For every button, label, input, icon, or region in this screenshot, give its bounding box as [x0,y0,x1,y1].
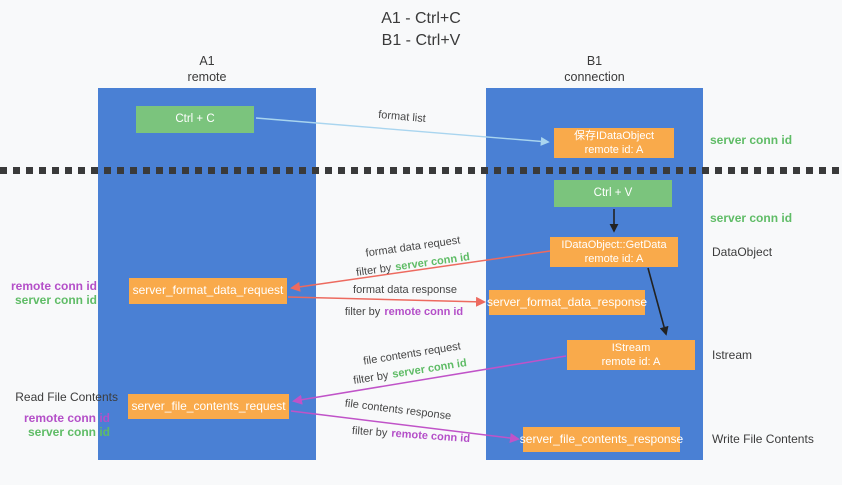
left-column-header: A1 remote [98,54,316,85]
filter-prefix: filter by [351,424,388,440]
ctrl-c-label: Ctrl + C [175,113,215,126]
server-file-contents-response-label: server_file_contents_response [519,431,684,446]
write-file-contents-label: Write File Contents [712,432,814,446]
istream-box: IStream remote id: A [567,340,695,370]
ctrl-v-box: Ctrl + V [554,180,672,207]
ctrl-v-label: Ctrl + V [593,187,633,200]
read-file-contents-label: Read File Contents [15,390,118,404]
server-file-contents-request-label: server_file_contents_request [131,398,286,413]
save-idataobject-line2: remote id: A [584,144,644,156]
remote-conn-id-left-bottom: remote conn id [23,411,110,425]
format-data-response-arrow [287,296,486,307]
server-format-data-response-box: server_format_data_response [486,290,648,315]
title-line-2: B1 - Ctrl+V [381,31,461,49]
remote-conn-id-left-top: remote conn id [10,279,97,293]
istream-line1: IStream [611,341,651,354]
right-column-role: connection [564,69,625,84]
getdata-line1: IDataObject::GetData [561,238,667,251]
left-column-role: remote [187,69,227,84]
server-format-data-response-label: server_format_data_response [486,294,648,309]
page-title: A1 - Ctrl+C B1 - Ctrl+V [0,8,842,51]
right-column-name: B1 [586,54,603,68]
dataobject-label: DataObject [712,245,773,259]
format-data-request-arrow [290,250,551,292]
left-column-name: A1 [199,54,215,68]
title-line-1: A1 - Ctrl+C [381,10,461,27]
remote-conn-id-text: remote conn id [384,306,464,318]
server-file-contents-request-box: server_file_contents_request [128,394,289,419]
filter-prefix: filter by [344,306,381,318]
file-contents-response-arrow [290,410,520,443]
file-contents-request-arrow [292,355,567,405]
right-column-header: B1 connection [486,54,703,85]
divider-dotted-line [0,167,842,174]
ctrl-c-box: Ctrl + C [136,106,254,133]
save-idataobject-box: 保存IDataObject remote id: A [554,128,674,158]
server-format-data-request-box: server_format_data_request [129,278,287,304]
server-conn-id-right-mid: server conn id [710,211,793,225]
server-conn-id-right-top: server conn id [710,133,793,147]
server-conn-id-left-bottom: server conn id [27,425,110,439]
format-data-response-label: format data response [353,284,457,296]
format-list-arrow [255,117,550,146]
getdata-to-istream-arrow [647,267,669,336]
server-file-contents-response-box: server_file_contents_response [519,427,684,452]
save-idataobject-line1: 保存IDataObject [573,129,655,142]
getdata-line2: remote id: A [584,253,644,265]
istream-side-label: Istream [712,348,753,362]
server-format-data-request-label: server_format_data_request [132,283,284,298]
istream-line2: remote id: A [601,356,661,368]
server-conn-id-left-top: server conn id [14,293,97,307]
getdata-box: IDataObject::GetData remote id: A [550,237,678,267]
